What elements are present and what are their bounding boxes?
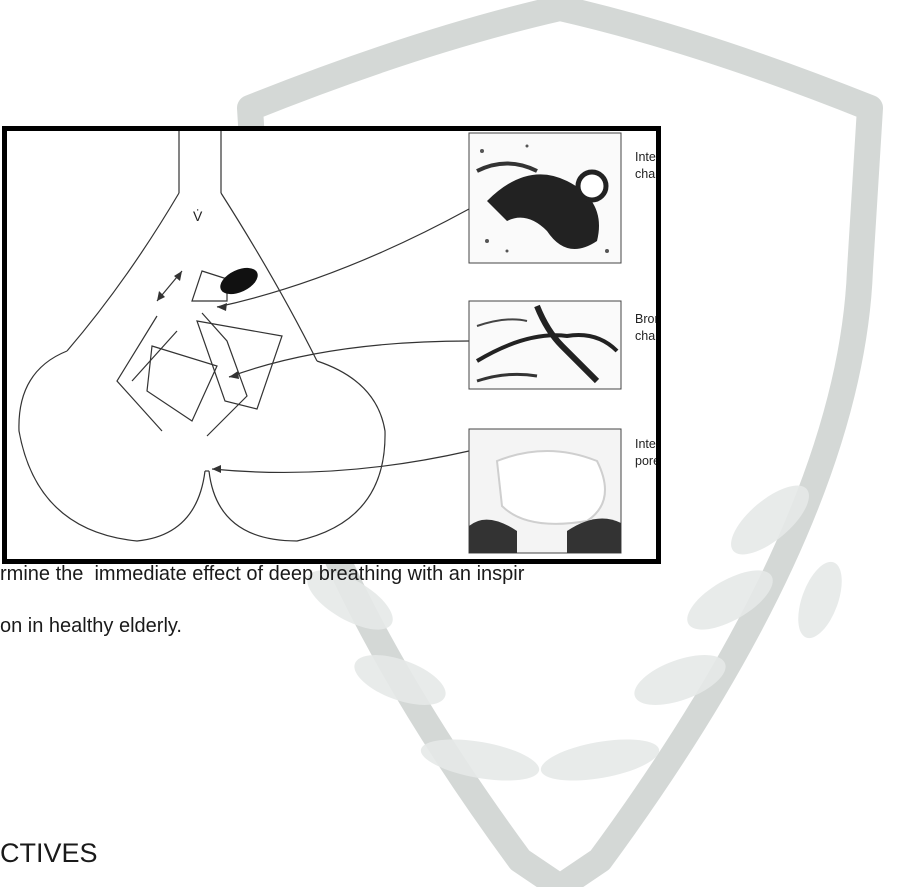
flow-symbol: V̇ <box>193 208 203 224</box>
label-lambert: Bronchiole-alveolar channel of Lambert <box>635 311 661 345</box>
figure-frame: V̇ Interbronchiolar <box>2 126 661 564</box>
section-heading: CTIVES <box>0 838 98 869</box>
micrograph-kohn <box>469 429 621 553</box>
airway-diagram: V̇ <box>7 131 656 559</box>
label-kohn: Interalveolar pore of Kohn <box>635 436 661 470</box>
micrograph-lambert <box>469 301 621 389</box>
micrograph-martin <box>469 133 621 263</box>
body-text-line-2: on in healthy elderly. <box>0 615 182 638</box>
body-text-line-1: rmine the immediate effect of deep breat… <box>0 563 524 586</box>
label-martin: Interbronchiolar channel of Martin <box>635 149 661 183</box>
